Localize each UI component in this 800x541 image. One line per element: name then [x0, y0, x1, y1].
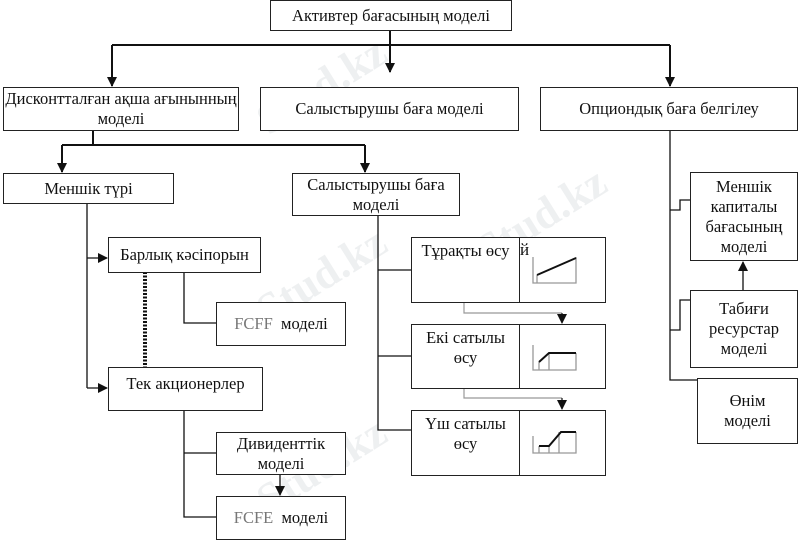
equity-model-label: Меншік капиталы бағасының моделі: [705, 176, 783, 256]
two-stage-chart: [518, 324, 606, 389]
stable-growth-icon: [532, 257, 577, 284]
product-model-label: Өнім моделі: [724, 391, 771, 430]
natural-resources-label: Табиғи ресурстар моделі: [709, 299, 779, 358]
two-stage-growth-icon: [532, 345, 577, 371]
ownership-type-box: Меншік түрі: [3, 173, 174, 204]
dividend-box: Дивиденттік моделі: [216, 432, 346, 475]
option-label: Опциондық баға белгілеу: [579, 99, 759, 118]
fcff-suffix: моделі: [281, 314, 328, 333]
shareholders-label: Тек акционерлер: [126, 374, 245, 393]
dcf-box: Дисконтталған ақша ағынынның моделі: [3, 87, 239, 131]
fcff-label: FCFF моделі: [234, 314, 328, 334]
natural-resources-box: Табиғи ресурстар моделі: [690, 290, 798, 368]
option-box: Опциондық баға белгілеу: [540, 87, 798, 131]
two-stage-label: Екі сатылы өсу: [426, 328, 505, 367]
shareholders-box: Тек акционерлер: [108, 367, 263, 411]
fcfe-label: FCFE моделі: [234, 508, 328, 528]
fcfe-prefix: FCFE: [233, 508, 274, 527]
dcf-label: Дисконтталған ақша ағынынның моделі: [5, 89, 237, 128]
comparative-model-label: Салыстырушы баға моделі: [307, 174, 445, 214]
comparative-label: Салыстырушы баға моделі: [295, 99, 484, 118]
stable-growth-box: Тұрақты өсу: [411, 237, 520, 303]
product-model-box: Өнім моделі: [697, 378, 798, 444]
equity-model-box: Меншік капиталы бағасының моделі: [690, 172, 798, 261]
stable-growth-chart: й: [518, 237, 606, 303]
two-stage-box: Екі сатылы өсу: [411, 324, 520, 389]
stable-growth-label: Тұрақты өсу: [421, 241, 510, 260]
fcff-box: FCFF моделі: [216, 302, 346, 346]
three-stage-label: Үш сатылы өсу: [425, 414, 506, 453]
three-stage-box: Үш сатылы өсу: [411, 410, 520, 476]
whole-firm-label: Барлық кәсіпорын: [120, 245, 249, 264]
comparative-model-box: Салыстырушы баға моделі: [292, 173, 460, 216]
dividend-label: Дивиденттік моделі: [236, 433, 326, 473]
root-label: Активтер бағасының моделі: [292, 5, 490, 25]
ownership-type-label: Меншік түрі: [44, 178, 133, 198]
fcfe-suffix: моделі: [281, 508, 329, 527]
whole-firm-box: Барлық кәсіпорын: [108, 237, 261, 273]
fcfe-box: FCFE моделі: [216, 496, 346, 540]
root-box: Активтер бағасының моделі: [270, 0, 512, 31]
stable-growth-extra: й: [520, 240, 530, 259]
comparative-box: Салыстырушы баға моделі: [260, 87, 519, 131]
three-stage-chart: [518, 410, 606, 476]
fcff-prefix: FCFF: [234, 314, 273, 333]
three-stage-growth-icon: [532, 431, 577, 454]
